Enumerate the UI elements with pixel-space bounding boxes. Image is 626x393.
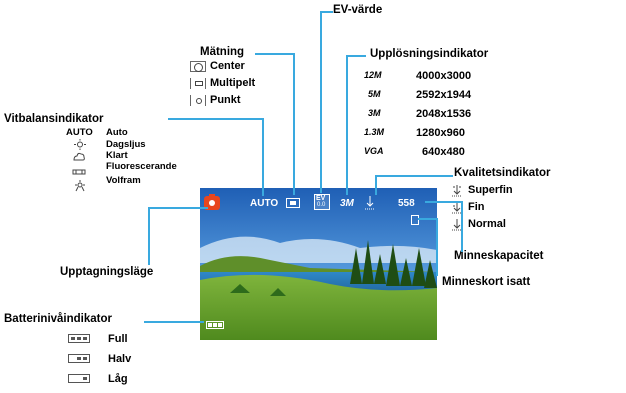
res-3m-icon: 3M	[368, 108, 381, 118]
cloud-icon	[73, 152, 85, 161]
camera-preview: AUTO EV 0.0 3M 558	[200, 188, 437, 340]
quality-status-icon	[365, 196, 375, 210]
memory-card-icon	[411, 215, 419, 225]
battery-status-icon	[206, 321, 224, 329]
callout-line	[262, 118, 264, 196]
shots-remaining: 558	[398, 198, 415, 209]
callout-line	[320, 11, 333, 13]
battery-title: Batterinivåindikator	[4, 313, 112, 325]
battery-full-icon	[68, 334, 90, 343]
callout-line	[346, 55, 366, 57]
resolution-title: Upplösningsindikator	[370, 48, 489, 60]
memory-capacity-title: Minneskapacitet	[454, 250, 544, 262]
metering-title: Mätning	[200, 46, 245, 58]
res-5m-icon: 5M	[368, 89, 381, 99]
fine-icon	[452, 202, 462, 214]
camera-mode-icon	[204, 194, 220, 210]
callout-line	[320, 11, 322, 193]
ev-status-icon: EV 0.0	[314, 194, 330, 210]
wb-status: AUTO	[250, 198, 279, 209]
callout-line	[148, 207, 208, 209]
normal-icon	[452, 219, 462, 231]
auto-wb-icon: AUTO	[66, 127, 93, 138]
res-vga-icon: VGA	[364, 146, 384, 156]
landscape-image	[200, 188, 437, 340]
callout-line	[346, 55, 348, 195]
fluorescent-icon	[72, 169, 86, 175]
battery-low-icon	[68, 374, 90, 383]
callout-line	[425, 201, 463, 203]
ev-title: EV-värde	[333, 4, 383, 16]
white-balance-title: Vitbalansindikator	[4, 113, 104, 125]
metering-status-icon	[286, 198, 300, 208]
spot-metering-icon	[190, 95, 206, 106]
callout-line	[255, 53, 295, 55]
center-metering-icon	[190, 61, 206, 72]
callout-line	[461, 201, 463, 252]
callout-line	[375, 175, 453, 177]
callout-line	[148, 207, 150, 265]
callout-line	[436, 218, 438, 276]
callout-line	[168, 118, 264, 120]
callout-line	[293, 53, 295, 195]
multi-metering-icon	[190, 78, 206, 89]
tungsten-icon	[75, 180, 85, 192]
resolution-status: 3M	[340, 198, 354, 209]
memory-card-title: Minneskort isatt	[442, 276, 531, 288]
sun-icon	[74, 139, 86, 150]
quality-title: Kvalitetsindikator	[454, 167, 551, 179]
callout-line	[418, 218, 438, 220]
callout-line	[375, 175, 377, 195]
res-12m-icon: 12M	[364, 70, 382, 80]
superfine-icon	[452, 185, 462, 197]
battery-half-icon	[68, 354, 90, 363]
callout-line	[144, 321, 204, 323]
shooting-mode-title: Upptagningsläge	[60, 266, 154, 278]
res-1-3m-icon: 1.3M	[364, 127, 385, 137]
